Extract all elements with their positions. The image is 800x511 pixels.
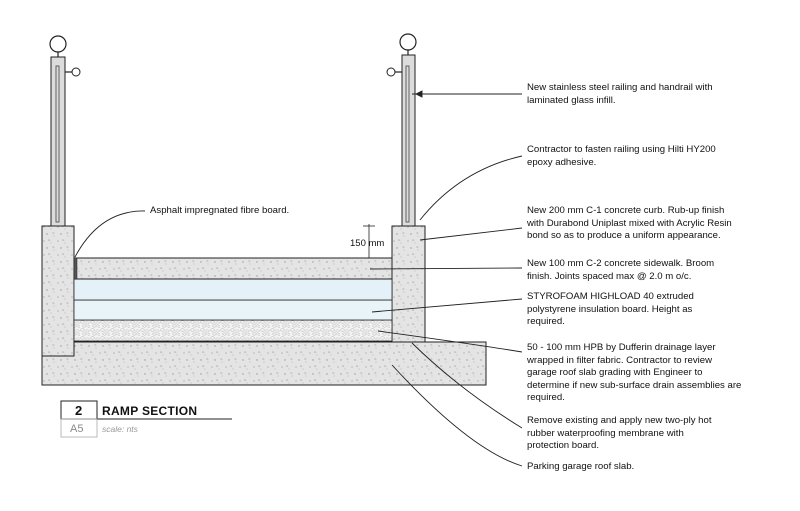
title-block-lines (60, 400, 232, 438)
note-curb: New 200 mm C-1 concrete curb. Rub-up fin… (527, 205, 732, 242)
detail-number: 2 (75, 403, 83, 418)
sheet-reference: A5 (70, 423, 84, 435)
note-fibre-board: Asphalt impregnated fibre board. (150, 205, 290, 216)
note-insulation: STYROFOAM HIGHLOAD 40 extruded polystyre… (527, 291, 694, 328)
note-railing: New stainless steel railing and handrail… (527, 82, 713, 106)
right-curb (391, 225, 426, 343)
right-railing-post (386, 33, 417, 227)
note-membrane: Remove existing and apply new two-ply ho… (527, 415, 712, 452)
left-railing-post (49, 35, 81, 227)
insulation-layer-top (73, 278, 393, 301)
note-epoxy: Contractor to fasten railing using Hilti… (527, 144, 716, 168)
concrete-sidewalk (73, 257, 393, 280)
roof-slab (41, 341, 487, 386)
left-curb (41, 225, 75, 357)
insulation-layer-bottom (73, 299, 393, 321)
note-slab: Parking garage roof slab. (527, 461, 635, 472)
dimension-150mm (363, 224, 375, 259)
note-drainage: 50 - 100 mm HPB by Dufferin drainage lay… (527, 342, 742, 404)
fibre-board (73, 257, 78, 280)
scale-label: scale: nts (102, 424, 138, 434)
drainage-layer (73, 319, 393, 342)
dimension-label: 150 mm (350, 238, 385, 249)
detail-title: RAMP SECTION (102, 404, 198, 418)
note-sidewalk: New 100 mm C-2 concrete sidewalk. Broom … (527, 258, 715, 282)
leader-lines (74, 90, 523, 467)
